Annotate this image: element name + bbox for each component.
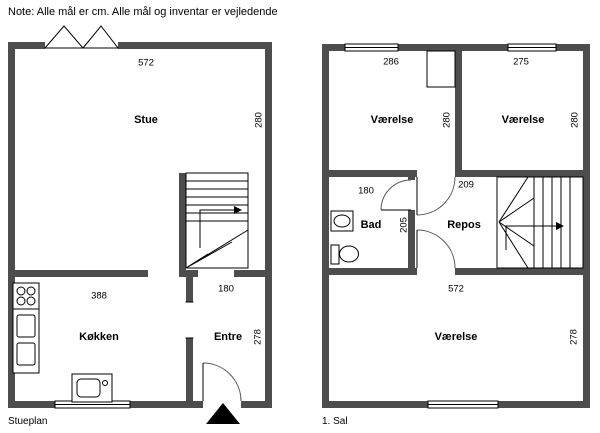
plan-caption-1sal: 1. Sal xyxy=(322,416,348,427)
door-arc xyxy=(380,179,412,211)
first-floor-plan xyxy=(322,43,590,409)
stove-icon xyxy=(12,282,40,310)
dimension-stue-height: 280 xyxy=(253,112,265,128)
room-label-stue: Stue xyxy=(134,114,158,126)
room-label-vaerelse-bottom: Værelse xyxy=(434,331,478,343)
kitchen-counter-icon xyxy=(12,308,40,374)
toilet-icon xyxy=(330,244,359,265)
stairs-icon xyxy=(496,176,584,269)
dimension-repos-width: 209 xyxy=(458,179,474,191)
window-icon xyxy=(344,43,557,409)
dimension-vaerelse-left-width: 286 xyxy=(383,56,399,68)
wall xyxy=(8,42,272,408)
stairs-icon xyxy=(185,172,249,269)
dimension-vaerelse-bottom-height: 278 xyxy=(568,329,580,345)
dimension-entre-width: 180 xyxy=(218,283,234,295)
plan-caption-stueplan: Stueplan xyxy=(8,416,48,427)
room-label-vaerelse-left: Værelse xyxy=(370,114,414,126)
door-arc xyxy=(416,176,456,269)
door-arc xyxy=(202,362,242,402)
dimension-bad-height: 205 xyxy=(398,217,410,233)
dimension-entre-height: 278 xyxy=(252,329,264,345)
room-label-entre: Entre xyxy=(213,331,243,343)
closet-icon xyxy=(426,50,456,88)
room-label-kokken: Køkken xyxy=(79,331,119,343)
dimension-stue-width: 572 xyxy=(138,57,154,69)
door-jamb xyxy=(185,301,194,339)
dimension-vaerelse-right-height: 280 xyxy=(569,112,581,128)
dimension-bad-width: 180 xyxy=(358,185,374,197)
dimension-vaerelse-left-height: 280 xyxy=(441,112,453,128)
dimension-vaerelse-right-width: 275 xyxy=(513,56,529,68)
entrance-arrow-icon xyxy=(206,403,240,424)
bathroom-sink-icon xyxy=(330,210,354,232)
kitchen-sink-icon xyxy=(71,373,113,403)
room-label-bad: Bad xyxy=(360,219,382,231)
note-text: Note: Alle mål er cm. Alle mål og invent… xyxy=(8,6,278,18)
room-label-repos: Repos xyxy=(447,219,481,231)
ground-floor-plan xyxy=(8,25,272,424)
dimension-kokken-width: 388 xyxy=(91,290,107,302)
bay-window-icon xyxy=(43,25,120,49)
room-label-vaerelse-right: Værelse xyxy=(501,114,545,126)
door-opening xyxy=(45,41,241,409)
dimension-vaerelse-bottom-width: 572 xyxy=(448,283,464,295)
